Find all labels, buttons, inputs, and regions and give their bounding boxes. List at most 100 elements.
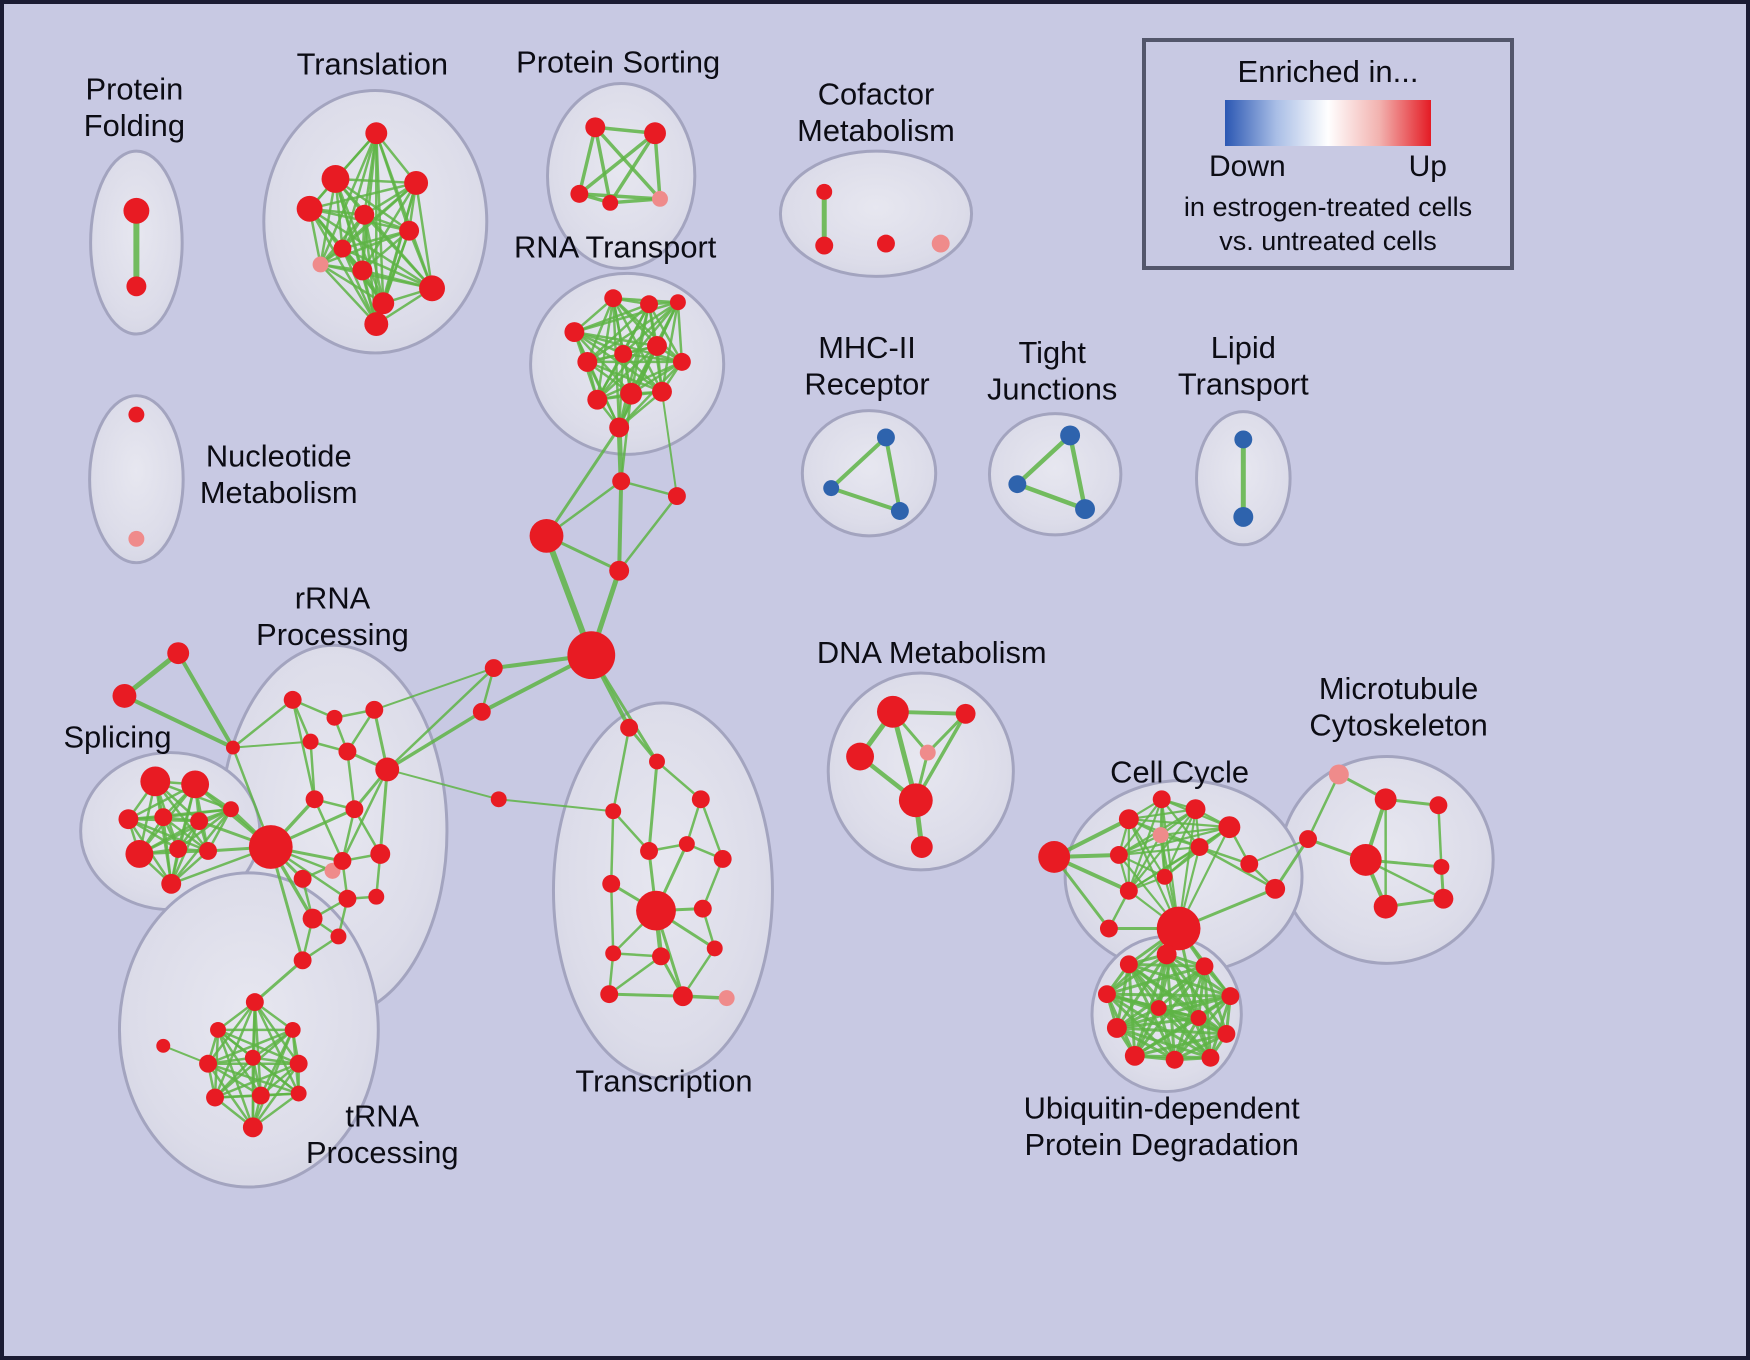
gene-set-node[interactable] (370, 844, 391, 864)
gene-set-node[interactable] (614, 344, 633, 363)
gene-set-node[interactable] (296, 195, 323, 222)
gene-set-node[interactable] (587, 389, 608, 410)
gene-set-node[interactable] (293, 951, 312, 970)
gene-set-node[interactable] (1118, 809, 1139, 830)
gene-set-node[interactable] (1299, 830, 1317, 849)
gene-set-node[interactable] (293, 869, 312, 888)
gene-set-node[interactable] (609, 560, 630, 581)
gene-set-node[interactable] (604, 289, 623, 308)
gene-set-node[interactable] (140, 766, 171, 797)
gene-set-node[interactable] (225, 740, 240, 755)
gene-set-node[interactable] (1233, 507, 1254, 527)
gene-set-node[interactable] (419, 275, 445, 302)
gene-set-node[interactable] (815, 236, 834, 255)
gene-set-node[interactable] (1099, 919, 1118, 938)
gene-set-node[interactable] (1429, 796, 1448, 815)
gene-set-node[interactable] (125, 840, 154, 868)
gene-set-node[interactable] (652, 381, 672, 402)
gene-set-node[interactable] (1038, 841, 1071, 873)
gene-set-node[interactable] (602, 874, 621, 893)
gene-set-node[interactable] (1433, 858, 1450, 875)
gene-set-node[interactable] (876, 234, 895, 253)
gene-set-node[interactable] (691, 790, 710, 809)
gene-set-node[interactable] (161, 873, 182, 894)
gene-set-node[interactable] (302, 733, 319, 750)
gene-set-node[interactable] (1328, 764, 1349, 785)
gene-set-node[interactable] (640, 842, 658, 860)
gene-set-node[interactable] (567, 631, 616, 680)
gene-set-node[interactable] (1265, 878, 1286, 899)
gene-set-node[interactable] (354, 204, 375, 225)
gene-set-node[interactable] (816, 183, 833, 200)
gene-set-node[interactable] (577, 351, 598, 372)
gene-set-node[interactable] (636, 890, 676, 931)
gene-set-node[interactable] (1217, 1024, 1236, 1043)
gene-set-node[interactable] (484, 659, 503, 678)
gene-set-node[interactable] (1433, 888, 1454, 909)
gene-set-node[interactable] (490, 791, 507, 808)
gene-set-node[interactable] (333, 851, 352, 870)
gene-set-node[interactable] (669, 294, 686, 311)
gene-set-node[interactable] (199, 842, 218, 860)
gene-set-node[interactable] (154, 808, 173, 827)
gene-set-node[interactable] (713, 849, 732, 868)
gene-set-node[interactable] (1190, 1010, 1207, 1026)
gene-set-node[interactable] (931, 234, 950, 253)
gene-set-node[interactable] (352, 260, 373, 281)
gene-set-node[interactable] (206, 1088, 224, 1107)
gene-set-node[interactable] (290, 1085, 307, 1102)
gene-set-node[interactable] (1152, 827, 1169, 844)
gene-set-node[interactable] (126, 276, 147, 297)
gene-set-node[interactable] (1165, 1050, 1184, 1069)
gene-set-node[interactable] (620, 382, 643, 405)
gene-set-node[interactable] (399, 220, 420, 241)
gene-set-node[interactable] (167, 642, 190, 665)
gene-set-node[interactable] (1218, 816, 1241, 839)
gene-set-node[interactable] (600, 985, 619, 1004)
gene-set-node[interactable] (605, 803, 622, 820)
gene-set-node[interactable] (472, 702, 491, 721)
gene-set-node[interactable] (222, 801, 239, 818)
gene-set-node[interactable] (1374, 788, 1397, 811)
gene-set-node[interactable] (823, 480, 840, 497)
gene-set-node[interactable] (289, 1054, 308, 1073)
gene-set-node[interactable] (605, 945, 622, 962)
gene-set-node[interactable] (585, 117, 606, 138)
gene-set-node[interactable] (338, 742, 357, 761)
gene-set-node[interactable] (693, 899, 712, 918)
gene-set-node[interactable] (955, 703, 976, 724)
gene-set-node[interactable] (620, 718, 639, 737)
gene-set-node[interactable] (672, 986, 693, 1007)
gene-set-node[interactable] (242, 1117, 263, 1138)
gene-set-node[interactable] (123, 197, 150, 224)
gene-set-node[interactable] (846, 742, 875, 771)
gene-set-node[interactable] (602, 194, 619, 211)
gene-set-node[interactable] (330, 928, 347, 945)
gene-set-node[interactable] (245, 993, 264, 1012)
gene-set-node[interactable] (1060, 425, 1081, 446)
gene-set-node[interactable] (169, 840, 188, 858)
gene-set-node[interactable] (678, 836, 695, 852)
gene-set-node[interactable] (248, 825, 293, 869)
gene-set-node[interactable] (564, 322, 585, 342)
gene-set-node[interactable] (612, 472, 631, 491)
gene-set-node[interactable] (876, 695, 909, 728)
gene-set-node[interactable] (368, 888, 385, 905)
gene-set-node[interactable] (118, 809, 139, 830)
gene-set-node[interactable] (1097, 985, 1116, 1004)
gene-set-node[interactable] (312, 256, 329, 273)
gene-set-node[interactable] (649, 753, 665, 770)
gene-set-node[interactable] (375, 757, 400, 782)
gene-set-node[interactable] (910, 836, 933, 858)
gene-set-node[interactable] (1190, 838, 1209, 856)
gene-set-node[interactable] (128, 406, 145, 423)
gene-set-node[interactable] (672, 352, 691, 371)
gene-set-node[interactable] (919, 744, 936, 761)
gene-set-node[interactable] (365, 700, 384, 719)
gene-set-node[interactable] (667, 487, 686, 506)
gene-set-node[interactable] (1008, 475, 1027, 494)
gene-set-node[interactable] (112, 683, 137, 708)
gene-set-node[interactable] (706, 940, 723, 957)
gene-set-node[interactable] (652, 190, 668, 207)
gene-set-node[interactable] (1156, 944, 1177, 965)
